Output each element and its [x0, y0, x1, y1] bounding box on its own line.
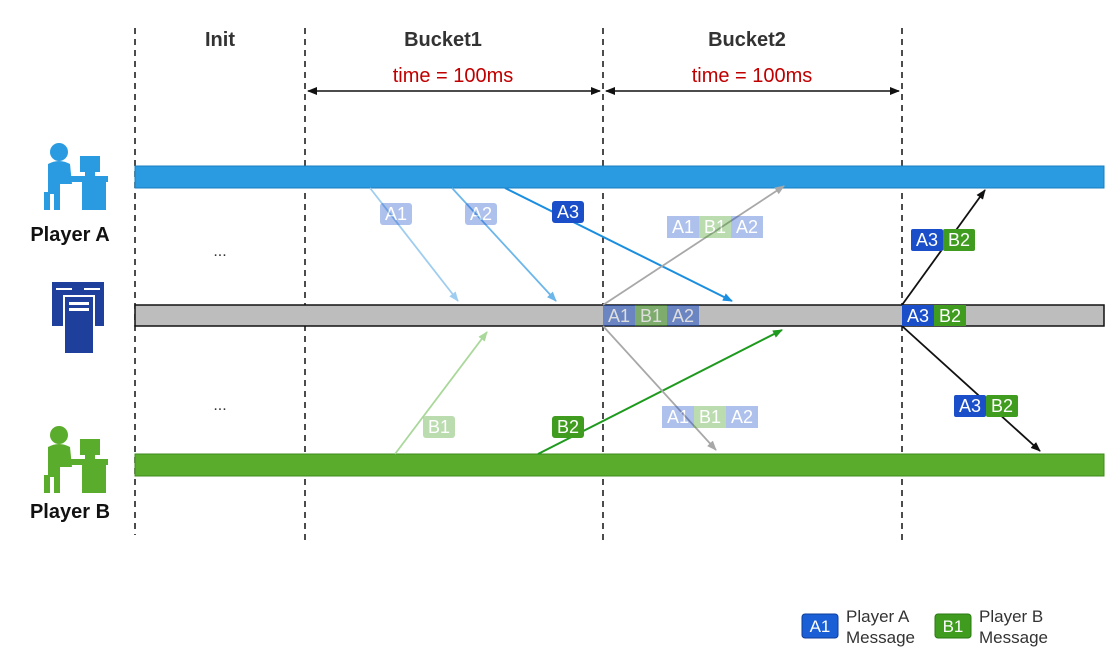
bundle-broadcast1-to-a: A1 B1 A2 [667, 216, 763, 238]
svg-text:B2: B2 [939, 306, 961, 326]
svg-text:B1: B1 [699, 407, 721, 427]
ellipsis-lower: ... [213, 397, 226, 414]
legend-b-text-line2: Message [979, 628, 1048, 647]
svg-text:B1: B1 [640, 306, 662, 326]
legend-a-text-line1: Player A [846, 607, 910, 626]
message-tag-a3: A3 [552, 201, 584, 223]
svg-text:A3: A3 [916, 230, 938, 250]
legend-a-tag: A1 [810, 617, 831, 636]
bundle-server-bucket1: A1 B1 A2 [603, 305, 699, 326]
svg-text:B1: B1 [428, 417, 450, 437]
message-tag-b2: B2 [552, 416, 584, 438]
svg-text:A2: A2 [470, 204, 492, 224]
player-b-label: Player B [30, 501, 110, 523]
bundle-broadcast2-to-b: A3 B2 [954, 395, 1018, 417]
svg-text:A1: A1 [672, 217, 694, 237]
duration-label-bucket1: time = 100ms [393, 65, 514, 87]
bundle-server-bucket2: A3 B2 [902, 305, 966, 326]
phase-label-bucket1: Bucket1 [404, 29, 482, 51]
player-a-label: Player A [30, 224, 109, 246]
arrow-b1-to-server [394, 331, 488, 455]
svg-text:B2: B2 [557, 417, 579, 437]
legend-b-text-line1: Player B [979, 607, 1043, 626]
player-a-timeline [134, 165, 1105, 189]
svg-text:B2: B2 [948, 230, 970, 250]
arrow-a1-to-server [369, 187, 459, 302]
phase-label-bucket2: Bucket2 [708, 29, 786, 51]
bundle-broadcast1-to-b: A1 B1 A2 [662, 406, 758, 428]
svg-text:A1: A1 [385, 204, 407, 224]
legend-a-text-line2: Message [846, 628, 915, 647]
svg-text:B2: B2 [991, 396, 1013, 416]
legend-player-b-message: B1 Player B Message [934, 607, 1048, 647]
svg-text:A3: A3 [557, 202, 579, 222]
legend-player-a-message: A1 Player A Message [801, 607, 915, 647]
arrow-broadcast1-to-a [602, 185, 785, 306]
svg-text:A1: A1 [667, 407, 689, 427]
svg-text:A1: A1 [608, 306, 630, 326]
svg-text:A2: A2 [731, 407, 753, 427]
player-b-timeline [134, 453, 1105, 477]
arrow-a3-to-server [504, 187, 733, 302]
legend: A1 Player A Message B1 Player B Message [801, 607, 1048, 647]
ellipsis-upper: ... [213, 243, 226, 260]
phase-label-init: Init [205, 29, 235, 51]
svg-text:A2: A2 [736, 217, 758, 237]
svg-text:A3: A3 [959, 396, 981, 416]
arrow-broadcast2-to-b [901, 325, 1041, 452]
arrow-broadcast1-to-b [602, 325, 717, 451]
server-rack-icon [52, 282, 104, 355]
arrow-a2-to-server [451, 187, 557, 302]
svg-text:B1: B1 [704, 217, 726, 237]
message-tag-a1: A1 [380, 203, 412, 225]
bundle-broadcast2-to-a: A3 B2 [911, 229, 975, 251]
svg-text:A2: A2 [672, 306, 694, 326]
duration-label-bucket2: time = 100ms [692, 65, 813, 87]
legend-b-tag: B1 [943, 617, 964, 636]
person-at-computer-icon [44, 143, 108, 210]
message-tag-a2: A2 [465, 203, 497, 225]
svg-text:A3: A3 [907, 306, 929, 326]
person-at-computer-icon [44, 426, 108, 493]
message-tag-b1: B1 [423, 416, 455, 438]
